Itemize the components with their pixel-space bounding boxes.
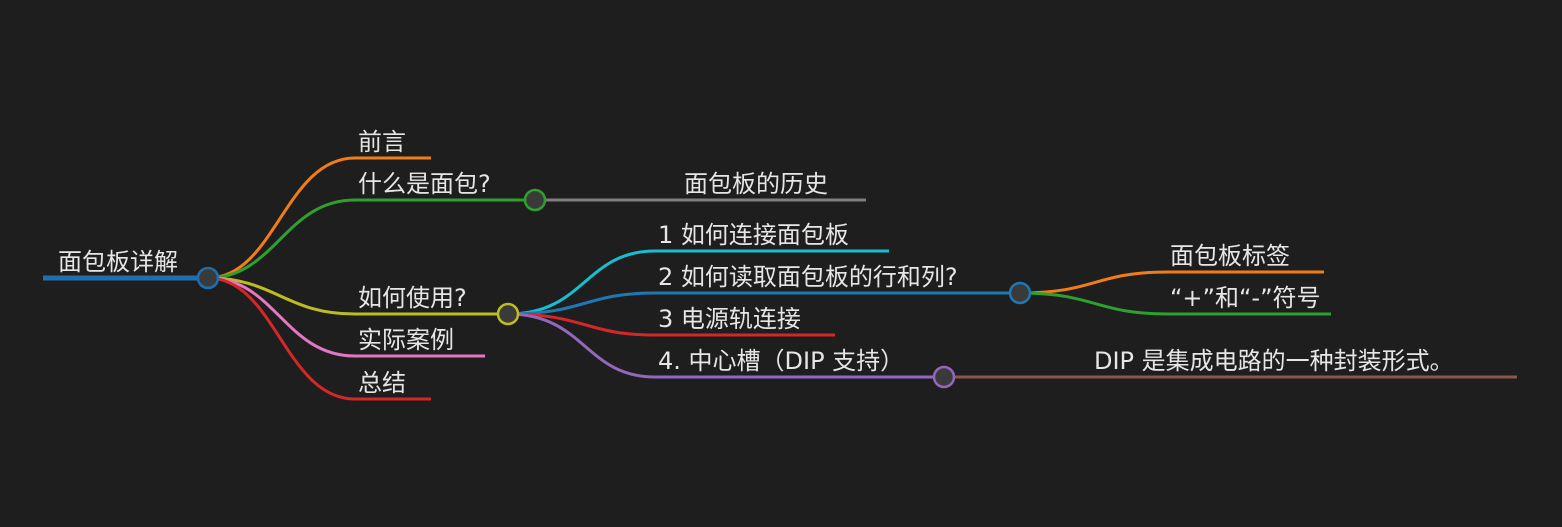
edge-how-to-use-to-rows-cols: [507, 291, 656, 316]
how-to-use-collapse-toggle[interactable]: [496, 302, 520, 326]
center-slot-collapse-toggle[interactable]: [932, 365, 956, 389]
edge-root-to-summary: [207, 276, 356, 401]
dip-node-label[interactable]: DIP 是集成电路的一种封装形式。: [1094, 347, 1454, 375]
what-is-collapse-toggle[interactable]: [523, 188, 547, 212]
power-rail-node-label[interactable]: 3 电源轨连接: [658, 305, 801, 333]
root-node-label[interactable]: 面包板详解: [58, 248, 178, 276]
edge-how-to-use-to-connect: [507, 249, 656, 316]
edge-root-to-what-is: [207, 198, 356, 280]
mindmap-toggle-dots: [196, 188, 1032, 389]
branch-preface-label[interactable]: 前言: [358, 128, 406, 156]
edge-how-to-use-to-center-slot: [507, 312, 656, 379]
branch-how-to-use-label[interactable]: 如何使用?: [358, 284, 467, 312]
edge-root-to-preface: [207, 156, 356, 280]
branch-what-is-label[interactable]: 什么是面包?: [358, 170, 491, 198]
center-slot-node-label[interactable]: 4. 中心槽（DIP 支持）: [658, 347, 904, 375]
labels-node-label[interactable]: 面包板标签: [1170, 242, 1290, 270]
root-collapse-toggle[interactable]: [196, 266, 220, 290]
mindmap-labels: 面包板详解 前言 什么是面包? 如何使用? 实际案例 总结 面包板的历史 1 如…: [58, 128, 1454, 397]
edge-rows-cols-to-labels: [1019, 270, 1169, 295]
rows-cols-node-label[interactable]: 2 如何读取面包板的行和列?: [658, 263, 958, 291]
connect-node-label[interactable]: 1 如何连接面包板: [658, 221, 849, 249]
history-node-label[interactable]: 面包板的历史: [684, 170, 828, 198]
rows-cols-collapse-toggle[interactable]: [1008, 281, 1032, 305]
branch-cases-label[interactable]: 实际案例: [358, 326, 454, 354]
symbols-node-label[interactable]: “+”和“-”符号: [1170, 284, 1321, 312]
edge-root-to-cases: [207, 276, 356, 358]
mindmap-underlines: [43, 156, 1517, 401]
mindmap-edges: [207, 156, 1169, 401]
branch-summary-label[interactable]: 总结: [358, 369, 406, 397]
edge-rows-cols-to-symbols: [1019, 291, 1169, 316]
